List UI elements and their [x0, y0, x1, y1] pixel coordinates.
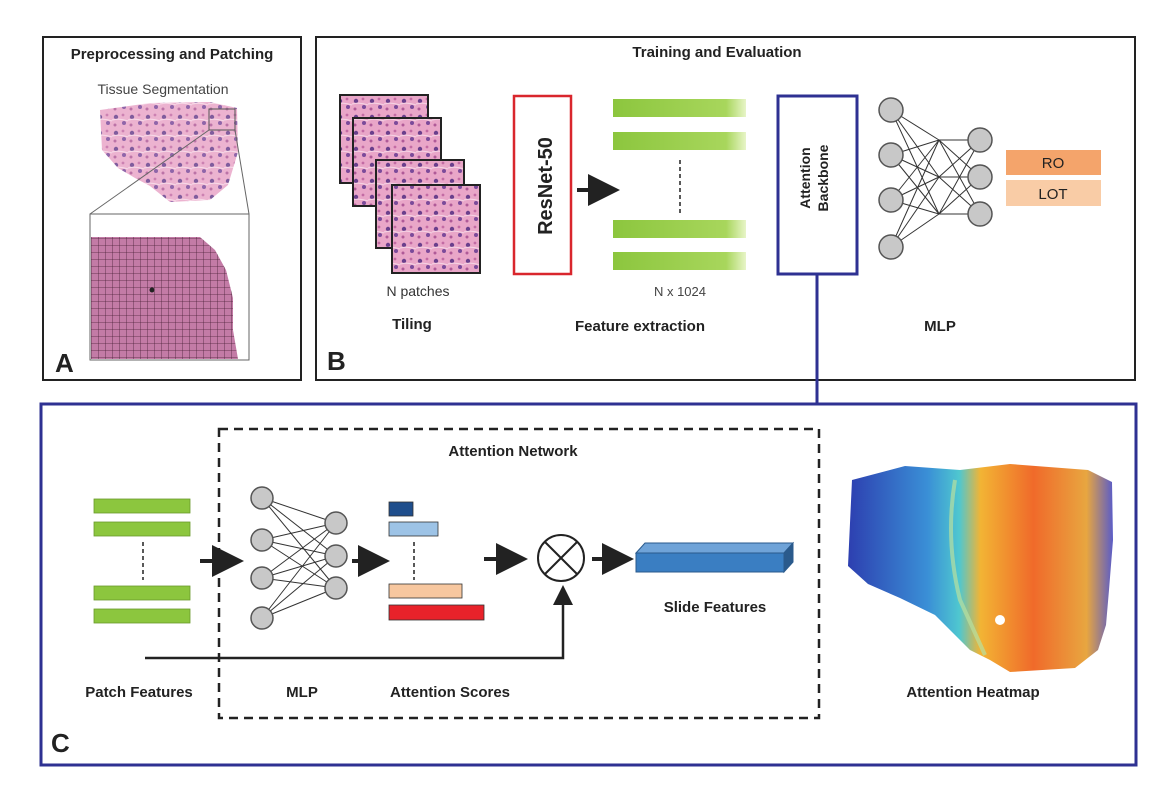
grid-dot	[149, 287, 155, 293]
mlp-node	[967, 127, 993, 153]
mlp-node	[967, 201, 993, 227]
panel-a-frame	[42, 36, 302, 381]
feature-bars	[613, 99, 746, 270]
n-patches-label: N patches	[386, 283, 449, 299]
panel-c-frame	[39, 402, 1138, 767]
feature-bar	[613, 220, 746, 238]
mlp-node	[878, 142, 904, 168]
patch-tile-4	[391, 184, 481, 274]
tiled-patches	[339, 94, 481, 274]
mlp-c-label: MLP	[286, 684, 318, 701]
tissue-slide-image	[100, 102, 238, 202]
score-bar	[388, 521, 439, 537]
mlp-node	[878, 187, 904, 213]
slide-features-bar	[634, 541, 795, 574]
tiling-label: Tiling	[392, 316, 432, 333]
mlp-b-nodes	[878, 97, 993, 260]
score-bar	[388, 583, 463, 599]
patch-features-label: Patch Features	[85, 684, 193, 701]
patch-grid-image	[91, 237, 238, 359]
mlp-b-label: MLP	[924, 318, 956, 335]
panel-c-letter: C	[51, 728, 70, 758]
mlp-node	[250, 566, 274, 590]
panel-b-title: Training and Evaluation	[632, 44, 801, 61]
resnet-box	[512, 94, 573, 276]
attention-heatmap-label: Attention Heatmap	[906, 684, 1039, 701]
mlp-node	[324, 544, 348, 568]
n-x-1024-label: N x 1024	[654, 284, 706, 299]
patch-feature-bar	[93, 608, 191, 624]
panel-b-letter: B	[327, 346, 346, 376]
panel-a-title: Preprocessing and Patching	[71, 46, 274, 63]
zoom-line-right	[234, 129, 250, 215]
feature-bar	[613, 252, 746, 270]
score-bar	[388, 501, 414, 517]
mlp-c-nodes	[250, 486, 348, 630]
feature-bar	[613, 99, 746, 117]
attention-scores-label: Attention Scores	[390, 684, 510, 701]
mlp-b-connections	[890, 109, 981, 248]
panel-a-letter: A	[55, 348, 74, 378]
panel-b-frame	[315, 36, 1136, 381]
patch-feature-bar	[93, 585, 191, 601]
output-lot-box	[1006, 180, 1101, 206]
output-ro-box	[1006, 150, 1101, 175]
multiply-icon	[537, 534, 585, 582]
feature-bar	[613, 132, 746, 150]
mlp-node	[967, 164, 993, 190]
panel-a-subtitle: Tissue Segmentation	[98, 81, 229, 97]
mlp-node	[324, 576, 348, 600]
mlp-node	[878, 234, 904, 260]
attention-backbone-box	[776, 94, 859, 276]
mlp-node	[250, 486, 274, 510]
slide-features-label: Slide Features	[664, 599, 767, 616]
zoom-line-left	[89, 129, 210, 215]
output-ro-label: RO	[1042, 155, 1065, 172]
patch-bypass-arrow	[145, 585, 573, 660]
attention-backbone-line2: Backbone	[815, 144, 831, 211]
attention-backbone-line1: Attention	[797, 147, 813, 208]
patch-feature-bars	[93, 498, 191, 624]
mlp-node	[250, 606, 274, 630]
attention-score-bars	[388, 501, 485, 621]
zoom-region-box	[208, 108, 236, 131]
score-bar	[388, 604, 485, 621]
attention-network-box	[217, 427, 821, 720]
mlp-node	[324, 511, 348, 535]
mlp-c-connections	[261, 497, 337, 619]
resnet-label: ResNet-50	[535, 137, 557, 235]
attention-heatmap-image	[848, 464, 1113, 672]
feature-extraction-label: Feature extraction	[575, 318, 705, 335]
patch-feature-bar	[93, 521, 191, 537]
patch-feature-bar	[93, 498, 191, 514]
mlp-node	[250, 528, 274, 552]
mlp-node	[878, 97, 904, 123]
output-lot-label: LOT	[1038, 186, 1067, 203]
attention-network-title: Attention Network	[448, 443, 578, 460]
